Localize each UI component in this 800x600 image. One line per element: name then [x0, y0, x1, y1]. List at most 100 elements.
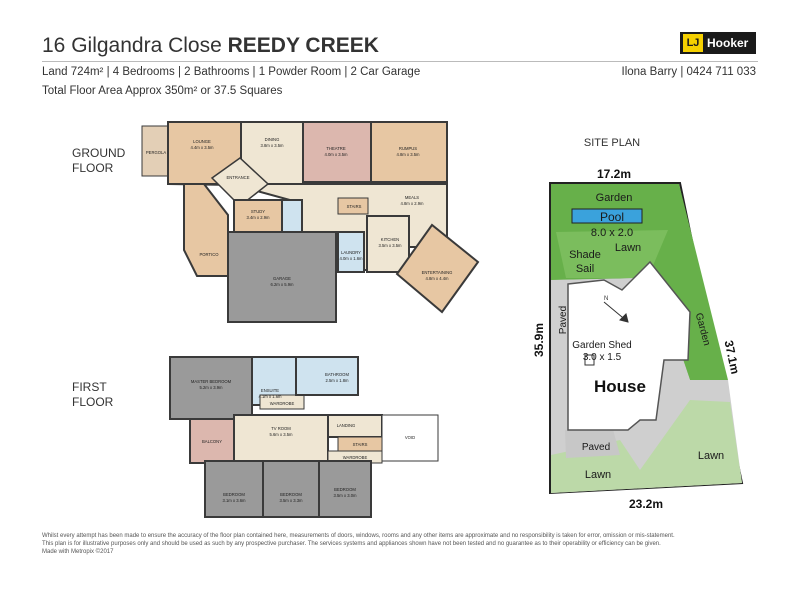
tv-room-size: 5.6m x 3.5m — [269, 432, 293, 437]
rumpus-room — [370, 121, 448, 183]
ground-floor-plan — [141, 121, 480, 323]
top-dimension: 17.2m — [597, 167, 631, 181]
powder-room — [281, 199, 303, 233]
bedroom-3-label: BEDROOM — [334, 487, 356, 492]
garage-size: 6.2m x 5.9m — [270, 282, 294, 287]
floor-area: Total Floor Area Approx 350m² or 37.5 Sq… — [42, 85, 283, 97]
stairs-label: STAIRS — [347, 204, 362, 209]
meals-label: MEALS — [405, 195, 419, 200]
north-arrow-icon — [603, 301, 629, 323]
rumpus-label: RUMPUS — [399, 146, 417, 151]
master-size: 5.2m x 3.9m — [199, 385, 223, 390]
wardrobe-2-label: WARDROBE — [343, 455, 368, 460]
agent-contact: Ilona Barry | 0424 711 033 — [621, 66, 756, 78]
portico-label: PORTICO — [199, 252, 219, 257]
first-floor-plan — [169, 356, 439, 518]
lawn-bottom-area — [551, 400, 742, 493]
bedroom-2-room — [262, 460, 320, 518]
bedroom-2-label: BEDROOM — [280, 492, 302, 497]
wardrobe-1-label: WARDROBE — [270, 401, 295, 406]
pool-label: Pool — [600, 210, 624, 224]
property-details: Land 724m² | 4 Bedrooms | 2 Bathrooms | … — [42, 66, 421, 78]
disclaimer-line-3: Made with Metropix ©2017 — [42, 549, 114, 555]
lounge-size: 4.4m x 3.5m — [190, 145, 214, 150]
entertaining-label: ENTERTAINING — [422, 270, 453, 275]
garage-label: GARAGE — [273, 276, 291, 281]
house-footprint — [567, 260, 691, 431]
lawn-bottom-right-label: Lawn — [698, 450, 724, 462]
bedroom-2-size: 3.5m x 3.3m — [279, 498, 303, 503]
void-area — [381, 414, 439, 462]
shed-label: Garden Shed — [572, 340, 632, 351]
site-plan: SITE PLAN N Garden Pool 8.0 x 2.0 Lawn S… — [532, 137, 744, 511]
bedroom-1-room — [204, 460, 264, 518]
ensuite-size: 4.1m x 1.6m — [258, 394, 282, 399]
entertaining-size: 4.8m x 4.4m — [425, 276, 449, 281]
lj-hooker-logo: LJ Hooker — [680, 32, 756, 54]
disclaimer-line-2: This plan is for illustrative purposes o… — [42, 541, 661, 547]
disclaimer-line-1: Whilst every attempt has been made to en… — [42, 533, 675, 539]
right-dimension: 37.1m — [722, 339, 743, 375]
pergola-room — [141, 125, 171, 177]
first-stairs-label: STAIRS — [353, 442, 368, 447]
lawn-top-label: Lawn — [615, 242, 641, 254]
ground-stairs — [337, 197, 369, 215]
logo-text: Hooker — [707, 36, 749, 50]
kitchen-size: 3.5m x 3.5m — [378, 243, 402, 248]
pool — [571, 208, 643, 224]
laundry-size: 4.0m x 1.6m — [339, 256, 363, 261]
logo-mark: LJ — [683, 34, 703, 52]
pool-size: 8.0 x 2.0 — [591, 227, 633, 239]
kitchen-label: KITCHEN — [381, 237, 399, 242]
ensuite-label: ENSUITE — [261, 388, 279, 393]
meals-size: 4.8m x 2.9m — [400, 201, 424, 206]
bedroom-1-label: BEDROOM — [223, 492, 245, 497]
paved-bottom-label: Paved — [582, 442, 610, 453]
site-plan-title: SITE PLAN — [584, 137, 640, 149]
lawn-top-area — [556, 230, 668, 278]
bathroom-label: BATHROOM — [325, 372, 349, 377]
garage-room — [227, 231, 337, 323]
lawn-bottom-left-patch — [565, 426, 620, 458]
disclaimer: Whilst every attempt has been made to en… — [42, 532, 762, 556]
sail-label: Sail — [576, 263, 594, 275]
bottom-dimension: 23.2m — [629, 497, 663, 511]
wardrobe-1-room — [259, 394, 305, 410]
header-divider — [42, 61, 758, 62]
garden-top-label: Garden — [596, 192, 633, 204]
ground-floor-labels: PERGOLA LOUNGE 4.4m x 3.5m DINING 3.8m x… — [146, 137, 453, 287]
landing-label: LANDING — [337, 423, 356, 428]
entertaining-room — [395, 223, 480, 314]
lawn-bottom-left-label: Lawn — [585, 469, 611, 481]
rumpus-size: 4.8m x 3.5m — [396, 152, 420, 157]
theatre-size: 4.0m x 3.5m — [324, 152, 348, 157]
paved-left-label: Paved — [558, 306, 569, 334]
bedroom-3-size: 3.5m x 3.0m — [333, 493, 357, 498]
north-mark: N — [604, 296, 608, 302]
bathroom-room — [295, 356, 359, 396]
house-label: House — [594, 377, 646, 396]
theatre-room — [302, 121, 372, 183]
study-size: 3.4m x 2.9m — [246, 215, 270, 220]
entrance-area — [210, 157, 270, 208]
master-bedroom-room — [169, 356, 253, 420]
study-room — [233, 199, 283, 233]
bedroom-3-room — [318, 460, 372, 518]
kitchen-room — [366, 215, 410, 273]
lounge-label: LOUNGE — [193, 139, 211, 144]
balcony-label: BALCONY — [202, 439, 222, 444]
entrance-label: ENTRANCE — [226, 175, 249, 180]
bedroom-1-size: 3.1m x 3.6m — [222, 498, 246, 503]
property-suburb: REEDY CREEK — [227, 34, 379, 57]
property-address: 16 Gilgandra Close — [42, 34, 222, 57]
shed-size: 3.0 x 1.5 — [583, 352, 622, 363]
left-dimension: 35.9m — [532, 323, 546, 357]
garden-shed — [584, 354, 595, 366]
property-title: 16 Gilgandra Close REEDY CREEK — [42, 34, 379, 58]
laundry-room — [337, 231, 365, 273]
laundry-label: LAUNDRY — [341, 250, 361, 255]
void-label: VOID — [405, 435, 415, 440]
